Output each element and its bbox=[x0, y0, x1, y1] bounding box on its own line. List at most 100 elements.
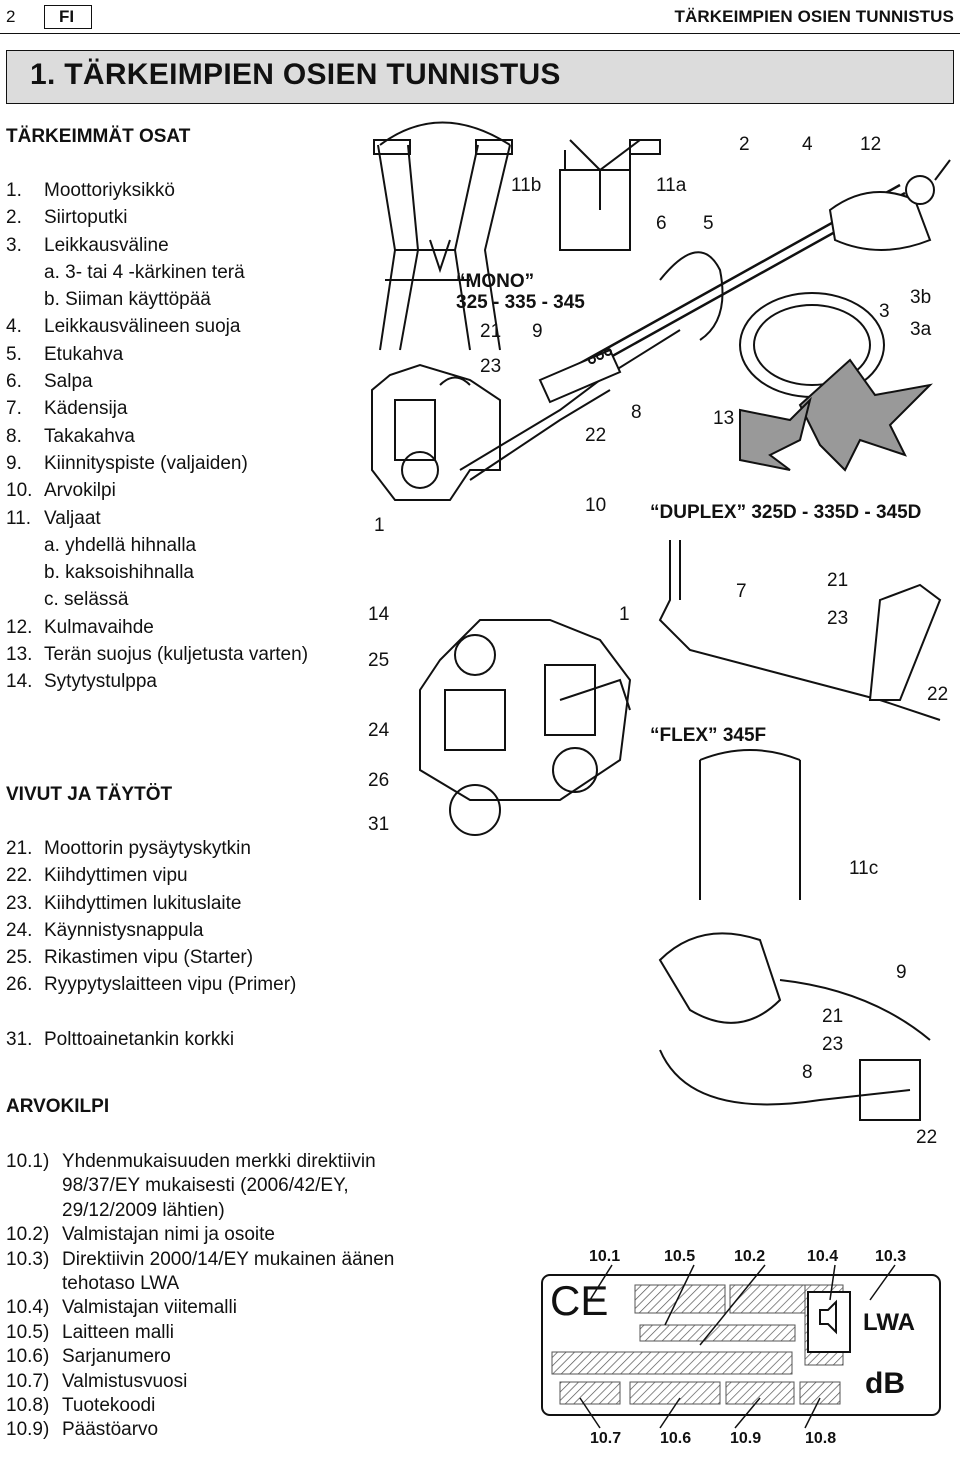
callout-4: 4 bbox=[802, 134, 813, 155]
callout-23-flex: 23 bbox=[822, 1034, 843, 1055]
rear-handle bbox=[538, 348, 622, 404]
item-text: Valjaat bbox=[44, 507, 101, 529]
plate-item: 10.9) Päästöarvo bbox=[6, 1418, 446, 1442]
item-number: 2. bbox=[6, 207, 22, 229]
callout-2: 2 bbox=[739, 134, 750, 155]
item-text: Arvokilpi bbox=[44, 480, 116, 502]
main-part-item: 1.Moottoriyksikkö bbox=[6, 177, 366, 204]
item-text: Sytytystulppa bbox=[44, 671, 157, 693]
item-text: Direktiivin 2000/14/EY mukainen äänen bbox=[62, 1248, 395, 1270]
callout-13: 13 bbox=[713, 408, 734, 429]
rating-plate-diagram: CE LWA dB 10.1 10.5 10.2 10.4 10.3 10.7 … bbox=[541, 1248, 941, 1447]
item-text: tehotaso LWA bbox=[62, 1273, 180, 1295]
item-text: b. Siiman käyttöpää bbox=[44, 289, 211, 311]
item-text: Valmistajan nimi ja osoite bbox=[62, 1224, 275, 1246]
main-part-item: c. selässä bbox=[6, 586, 366, 613]
lever-item: 22.Kiihdyttimen vipu bbox=[6, 862, 366, 889]
item-text: a. 3- tai 4 -kärkinen terä bbox=[44, 261, 245, 283]
item-text: Etukahva bbox=[44, 343, 124, 365]
item-text: Valmistusvuosi bbox=[62, 1370, 188, 1392]
main-part-item: a. yhdellä hihnalla bbox=[6, 532, 366, 559]
harness-double-strap bbox=[373, 121, 513, 351]
item-number: 10.5) bbox=[6, 1321, 50, 1343]
main-part-item: 4.Leikkausvälineen suoja bbox=[6, 313, 366, 340]
callout-22-flex: 22 bbox=[916, 1127, 937, 1148]
item-text: Kiihdyttimen lukituslaite bbox=[44, 892, 242, 914]
callout-14: 14 bbox=[368, 604, 390, 625]
main-part-item: 5. Etukahva bbox=[6, 341, 366, 368]
callout-21-duplex: 21 bbox=[827, 570, 848, 591]
item-text: Yhdenmukaisuuden merkki direktiivin bbox=[62, 1151, 376, 1172]
item-number: 31. bbox=[6, 1029, 33, 1050]
main-parts-list: 1.Moottoriyksikkö 2. Siirtoputki 3.Leikkaus… bbox=[6, 177, 366, 696]
item-number: 22. bbox=[6, 865, 33, 887]
mono-models: 325 - 335 - 345 bbox=[456, 292, 585, 313]
engine-unit-large bbox=[419, 619, 632, 836]
callout-22-duplex: 22 bbox=[927, 684, 948, 705]
callout-12: 12 bbox=[860, 134, 881, 155]
parts-diagram: 11b 11a 2 4 12 6 5 3 3b 3a 21 9 23 8 22 … bbox=[368, 121, 951, 1148]
item-text: Päästöarvo bbox=[62, 1419, 159, 1441]
main-part-item: 14.Sytytystulppa bbox=[6, 668, 366, 695]
main-part-item: 12.Kulmavaihde bbox=[6, 614, 366, 641]
callout-11a: 11a bbox=[656, 175, 687, 196]
levers-heading: VIVUT JA TÄYTÖT bbox=[6, 784, 173, 805]
item-number: 5. bbox=[6, 343, 22, 365]
item-number: 4. bbox=[6, 316, 22, 338]
callout-22: 22 bbox=[585, 425, 606, 446]
lever-item: 24.Käynnistysnappula bbox=[6, 917, 366, 944]
mono-label: “MONO” bbox=[456, 271, 534, 292]
plate-item: 10.4)Valmistajan viitemalli bbox=[6, 1296, 446, 1320]
language-tag: FI bbox=[44, 5, 92, 29]
item-number: 25. bbox=[6, 947, 33, 969]
item-text: c. selässä bbox=[44, 589, 129, 611]
main-part-item: b. kaksoishihnalla bbox=[6, 559, 366, 586]
callout-25: 25 bbox=[368, 650, 389, 671]
item-text: Siirtoputki bbox=[44, 207, 128, 229]
item-number: 11. bbox=[6, 507, 32, 529]
item-text: Käynnistysnappula bbox=[44, 919, 204, 941]
item-number: 10.6) bbox=[6, 1346, 50, 1368]
callout-3b: 3b bbox=[910, 287, 931, 308]
item-text: 98/37/EY mukaisesti (2006/42/EY, bbox=[62, 1175, 349, 1197]
callout-9-flex: 9 bbox=[896, 962, 907, 983]
item-text: Moottoriyksikkö bbox=[44, 180, 175, 201]
backpack-frame bbox=[658, 749, 931, 1121]
callout-1-top: 1 bbox=[374, 515, 385, 536]
item-text: Rikastimen vipu (Starter) bbox=[44, 947, 254, 969]
plate-item: 10.3)Direktiivin 2000/14/EY mukainen ään… bbox=[6, 1248, 446, 1272]
callout-26: 26 bbox=[368, 770, 389, 791]
running-title: TÄRKEIMPIEN OSIEN TUNNISTUS bbox=[674, 7, 954, 26]
main-part-item: a. 3- tai 4 -kärkinen terä bbox=[6, 259, 366, 286]
callout-21: 21 bbox=[480, 321, 501, 342]
item-text: b. kaksoishihnalla bbox=[44, 562, 194, 584]
callout-31: 31 bbox=[368, 814, 389, 835]
item-text: Kulmavaihde bbox=[44, 616, 154, 638]
main-part-item: 8.Takakahva bbox=[6, 423, 366, 450]
item-number: 8. bbox=[6, 425, 22, 447]
plate-top-label: 10.4 bbox=[807, 1248, 838, 1265]
plate-list: 10.1) Yhdenmukaisuuden merkki direktiivin… bbox=[6, 1150, 446, 1443]
plate-item: 10.8)Tuotekoodi bbox=[6, 1394, 446, 1418]
item-text: Sarjanumero bbox=[62, 1346, 171, 1368]
engine-unit-top bbox=[371, 329, 681, 501]
callout-5: 5 bbox=[703, 213, 714, 234]
item-number: 9. bbox=[6, 452, 22, 474]
item-number: 10.1) bbox=[6, 1151, 50, 1172]
plate-item: 98/37/EY mukaisesti (2006/42/EY, bbox=[6, 1174, 446, 1198]
item-text: Moottorin pysäytyskytkin bbox=[44, 838, 251, 859]
plate-item: tehotaso LWA bbox=[6, 1272, 446, 1296]
plate-bottom-label: 10.6 bbox=[660, 1430, 691, 1447]
main-part-item: 3.Leikkausväline bbox=[6, 232, 366, 259]
plate-item: 10.2)Valmistajan nimi ja osoite bbox=[6, 1223, 446, 1247]
callout-7: 7 bbox=[736, 581, 747, 602]
plate-top-label: 10.1 bbox=[589, 1248, 620, 1265]
blades bbox=[739, 358, 933, 472]
item-text: Terän suojus (kuljetusta varten) bbox=[44, 644, 309, 666]
flex-label: “FLEX” 345F bbox=[650, 725, 766, 746]
item-number: 3. bbox=[6, 234, 22, 256]
lever-item: 25. Rikastimen vipu (Starter) bbox=[6, 944, 366, 971]
item-number: 10.9) bbox=[6, 1419, 50, 1441]
item-text: Salpa bbox=[44, 371, 93, 393]
